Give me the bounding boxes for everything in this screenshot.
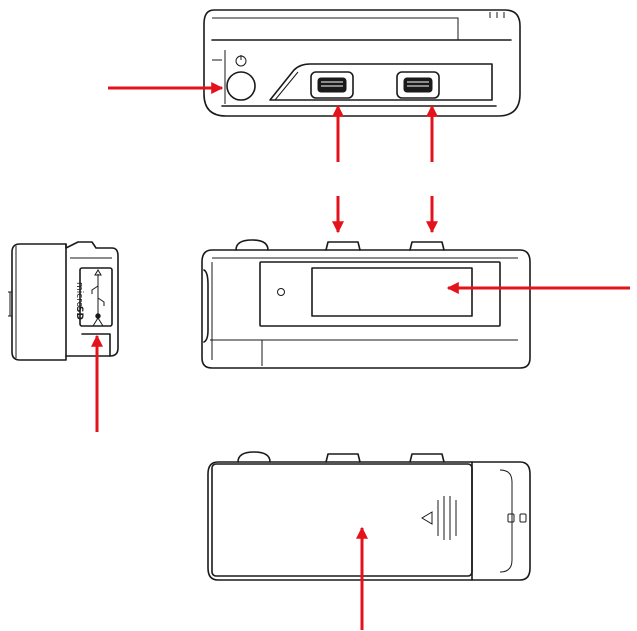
eject-triangle-icon bbox=[93, 318, 103, 326]
annotation-arrows bbox=[97, 88, 630, 630]
usb-icon bbox=[92, 270, 104, 318]
battery-cover bbox=[212, 464, 472, 576]
power-button bbox=[227, 55, 255, 100]
front-button-1 bbox=[326, 242, 360, 250]
front-button-2 bbox=[410, 242, 444, 250]
top-view bbox=[204, 10, 520, 116]
top-port-2 bbox=[397, 72, 439, 98]
top-port-1 bbox=[311, 72, 353, 98]
front-view bbox=[202, 240, 530, 368]
left-side-view: micro SD bbox=[8, 242, 118, 360]
indicator-led bbox=[278, 289, 285, 296]
lcd-screen bbox=[312, 268, 472, 316]
slide-grip-icon bbox=[422, 496, 456, 540]
micro-sd-label-line2: SD bbox=[74, 306, 84, 320]
micro-sd-label-line1: micro bbox=[74, 282, 84, 308]
back-view bbox=[208, 452, 530, 580]
